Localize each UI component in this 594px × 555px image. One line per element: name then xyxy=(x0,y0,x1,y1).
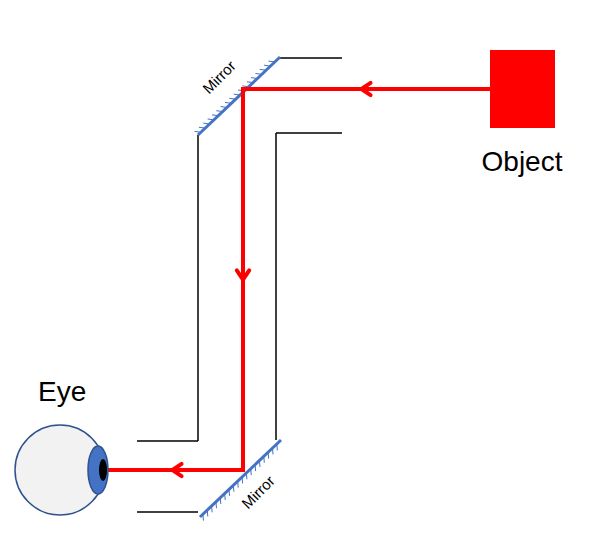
mirror xyxy=(195,57,280,135)
eye-label: Eye xyxy=(10,376,120,408)
mirror xyxy=(200,440,281,521)
mirror-label: Mirror xyxy=(199,57,239,97)
object-node: Object xyxy=(467,50,577,178)
arrow-head xyxy=(362,83,371,95)
eye-node: Eye xyxy=(10,376,120,520)
arrow-head xyxy=(237,270,249,279)
object-square xyxy=(490,50,555,128)
periscope-tube xyxy=(137,58,342,512)
light-ray xyxy=(106,83,490,476)
arrow-head xyxy=(173,464,182,476)
eye-drawing xyxy=(10,420,120,520)
mirror-label: Mirror xyxy=(238,472,278,512)
object-label: Object xyxy=(467,146,577,178)
